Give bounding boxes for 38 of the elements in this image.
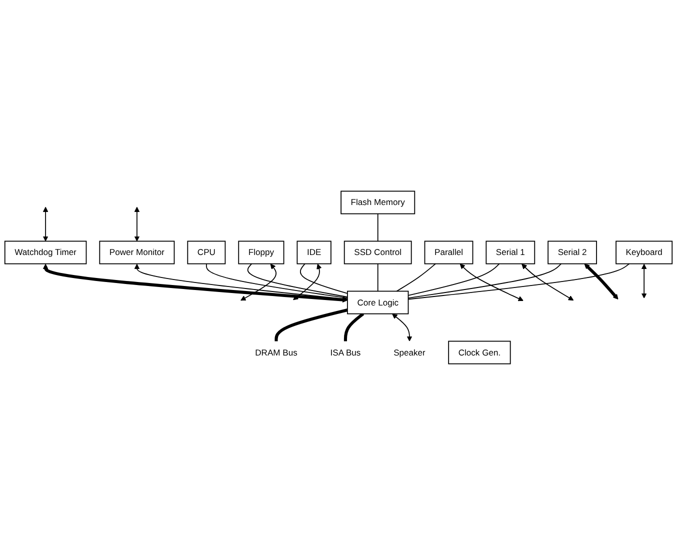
connector-line — [134, 264, 348, 302]
connector-line — [206, 263, 348, 299]
block-box: Serial 1 — [486, 240, 536, 264]
block-box: Serial 2 — [548, 240, 597, 264]
connector-line — [247, 263, 348, 298]
connector-line — [392, 314, 412, 342]
connector-line — [42, 264, 348, 303]
connector-line — [42, 206, 48, 242]
block-box: Clock Gen. — [448, 340, 511, 364]
block-box: CPU — [187, 240, 226, 264]
connector-line — [293, 264, 322, 300]
block-box: IDE — [296, 240, 332, 264]
block-box: Floppy — [238, 240, 284, 264]
connector-line — [522, 264, 574, 301]
block-box: Flash Memory — [340, 190, 416, 214]
block-box: Parallel — [424, 240, 474, 264]
bus-label: ISA Bus — [330, 347, 361, 358]
block-box: Core Logic — [346, 290, 409, 314]
connector-line — [460, 264, 524, 302]
block-box: Keyboard — [616, 240, 673, 264]
bus-label: Speaker — [394, 347, 426, 358]
connector-line — [134, 206, 140, 242]
connector-line — [408, 263, 500, 296]
connector-line — [408, 263, 562, 298]
connector-line — [641, 264, 647, 298]
connector-line — [377, 213, 378, 242]
block-box: Power Monitor — [99, 240, 175, 264]
block-box: SSD Control — [344, 240, 412, 264]
bus-label: DRAM Bus — [255, 347, 298, 358]
connector-line — [240, 264, 276, 301]
connector-line — [396, 263, 436, 292]
connector-line — [300, 263, 348, 294]
block-box: Watchdog Timer — [4, 240, 87, 264]
connector-line — [274, 308, 348, 342]
connector-line — [584, 264, 618, 300]
connector-line — [408, 263, 630, 300]
connector-line — [377, 263, 378, 292]
connector-line — [344, 312, 364, 342]
